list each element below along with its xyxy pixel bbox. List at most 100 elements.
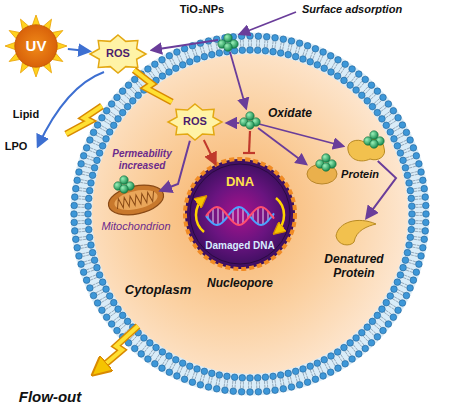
lipid-tail <box>393 306 396 308</box>
lipid-tail <box>185 373 186 376</box>
lipid-tail <box>354 76 356 78</box>
lipid-head <box>391 136 398 143</box>
lipid-tail <box>413 244 416 246</box>
lipid-tail <box>282 378 284 381</box>
lipid-tail <box>104 299 107 301</box>
text-holder: Lipid <box>13 108 39 121</box>
lipid-head <box>103 136 110 143</box>
lipid-head <box>74 244 81 251</box>
lipid-tail <box>129 95 131 97</box>
denatured-protein: Denatured Protein <box>332 216 380 248</box>
lipid-head <box>76 253 83 260</box>
lipid-tail <box>283 43 285 46</box>
lipid-head <box>292 53 299 60</box>
lipid-head <box>254 375 261 382</box>
lipid-tail <box>210 44 212 47</box>
lipid-tail <box>84 183 87 185</box>
lipid-head <box>321 356 328 363</box>
lipid-head <box>423 211 430 218</box>
tio2-nanoparticles <box>114 34 384 193</box>
lipid-tail <box>304 377 306 380</box>
lipid-head <box>72 185 79 192</box>
lipid-tail <box>251 381 252 384</box>
lipid-tail <box>256 385 257 388</box>
lipid-head <box>114 94 121 101</box>
lipid-tail <box>145 345 147 348</box>
process-label: Oxidate <box>268 106 312 120</box>
lipid-head <box>341 344 348 351</box>
lipid-tail <box>393 299 396 301</box>
lipid-tail <box>113 114 116 116</box>
lipid-tail <box>172 58 173 61</box>
lipid-tail <box>397 128 400 129</box>
lipid-tail <box>340 66 342 69</box>
lipid-head <box>304 379 311 386</box>
lipid-head <box>385 321 392 328</box>
lipid-tail <box>165 62 166 65</box>
lipid-tail <box>79 187 82 188</box>
lipid-tail <box>138 81 140 83</box>
lipid-head <box>247 389 254 396</box>
lipid-tail <box>121 99 123 101</box>
lipid-tail <box>158 354 160 357</box>
lipid-tail <box>87 156 90 157</box>
lipid-tail <box>248 40 249 43</box>
lipid-tail <box>167 360 169 363</box>
lipid-head <box>270 48 277 55</box>
lipid-tail <box>115 321 117 323</box>
lipid-tail <box>116 109 119 111</box>
lipid-tail <box>381 316 384 318</box>
lipid-tail <box>384 312 387 314</box>
lipid-tail <box>93 143 96 144</box>
lipid-tail <box>382 321 384 323</box>
process-label: Surface adsorption <box>302 3 402 16</box>
lipid-tail <box>416 247 419 249</box>
nucleus: DNADamaged DNANucleopore <box>184 158 296 270</box>
lipid-tail <box>272 41 273 44</box>
tio2-nanoparticles <box>218 34 238 51</box>
lipid-tail <box>272 45 273 48</box>
lipid-tail <box>411 268 414 270</box>
lipid-tail <box>140 84 142 87</box>
lipid-tail <box>303 52 304 55</box>
lipid-head <box>224 373 231 380</box>
lipid-tail <box>409 167 412 169</box>
lipid-head <box>380 94 387 101</box>
lipid-head <box>172 65 179 72</box>
lipid-tail <box>174 62 175 65</box>
lipid-tail <box>81 247 84 249</box>
lipid-head <box>159 57 166 64</box>
pathway-arrow <box>152 40 218 50</box>
lipid-tail <box>272 380 273 383</box>
lipid-tail <box>121 327 123 329</box>
mitochondrion <box>113 187 160 214</box>
lipid-head <box>174 49 181 56</box>
lipid-head <box>335 57 342 64</box>
lipid-tail <box>251 43 252 46</box>
lpo-arrow <box>38 72 104 146</box>
lipid-tail <box>147 346 149 349</box>
lipid-head <box>312 45 319 52</box>
lipid-tail <box>313 56 314 59</box>
lipid-tail <box>196 373 197 376</box>
lipid-tail <box>347 354 349 356</box>
lipid-tail <box>325 62 326 65</box>
lipid-tail <box>414 255 417 257</box>
lipid-tail <box>327 63 329 66</box>
lipid-tail <box>86 252 89 254</box>
lipid-head <box>166 69 173 76</box>
lipid-tail <box>290 48 292 51</box>
lipid-tail <box>104 306 107 308</box>
lipid-head <box>99 279 106 286</box>
lipid-tail <box>256 40 257 43</box>
lipid-head <box>131 76 138 83</box>
lipid-tail <box>103 297 106 299</box>
lipid-head <box>400 264 407 271</box>
lipid-head <box>174 373 181 380</box>
lipid-tail <box>414 171 417 173</box>
lipid-head <box>99 307 106 314</box>
lipid-tail <box>174 363 175 366</box>
lipid-tail <box>400 133 403 134</box>
lipid-head <box>91 257 98 264</box>
lipid-tail <box>122 323 125 325</box>
